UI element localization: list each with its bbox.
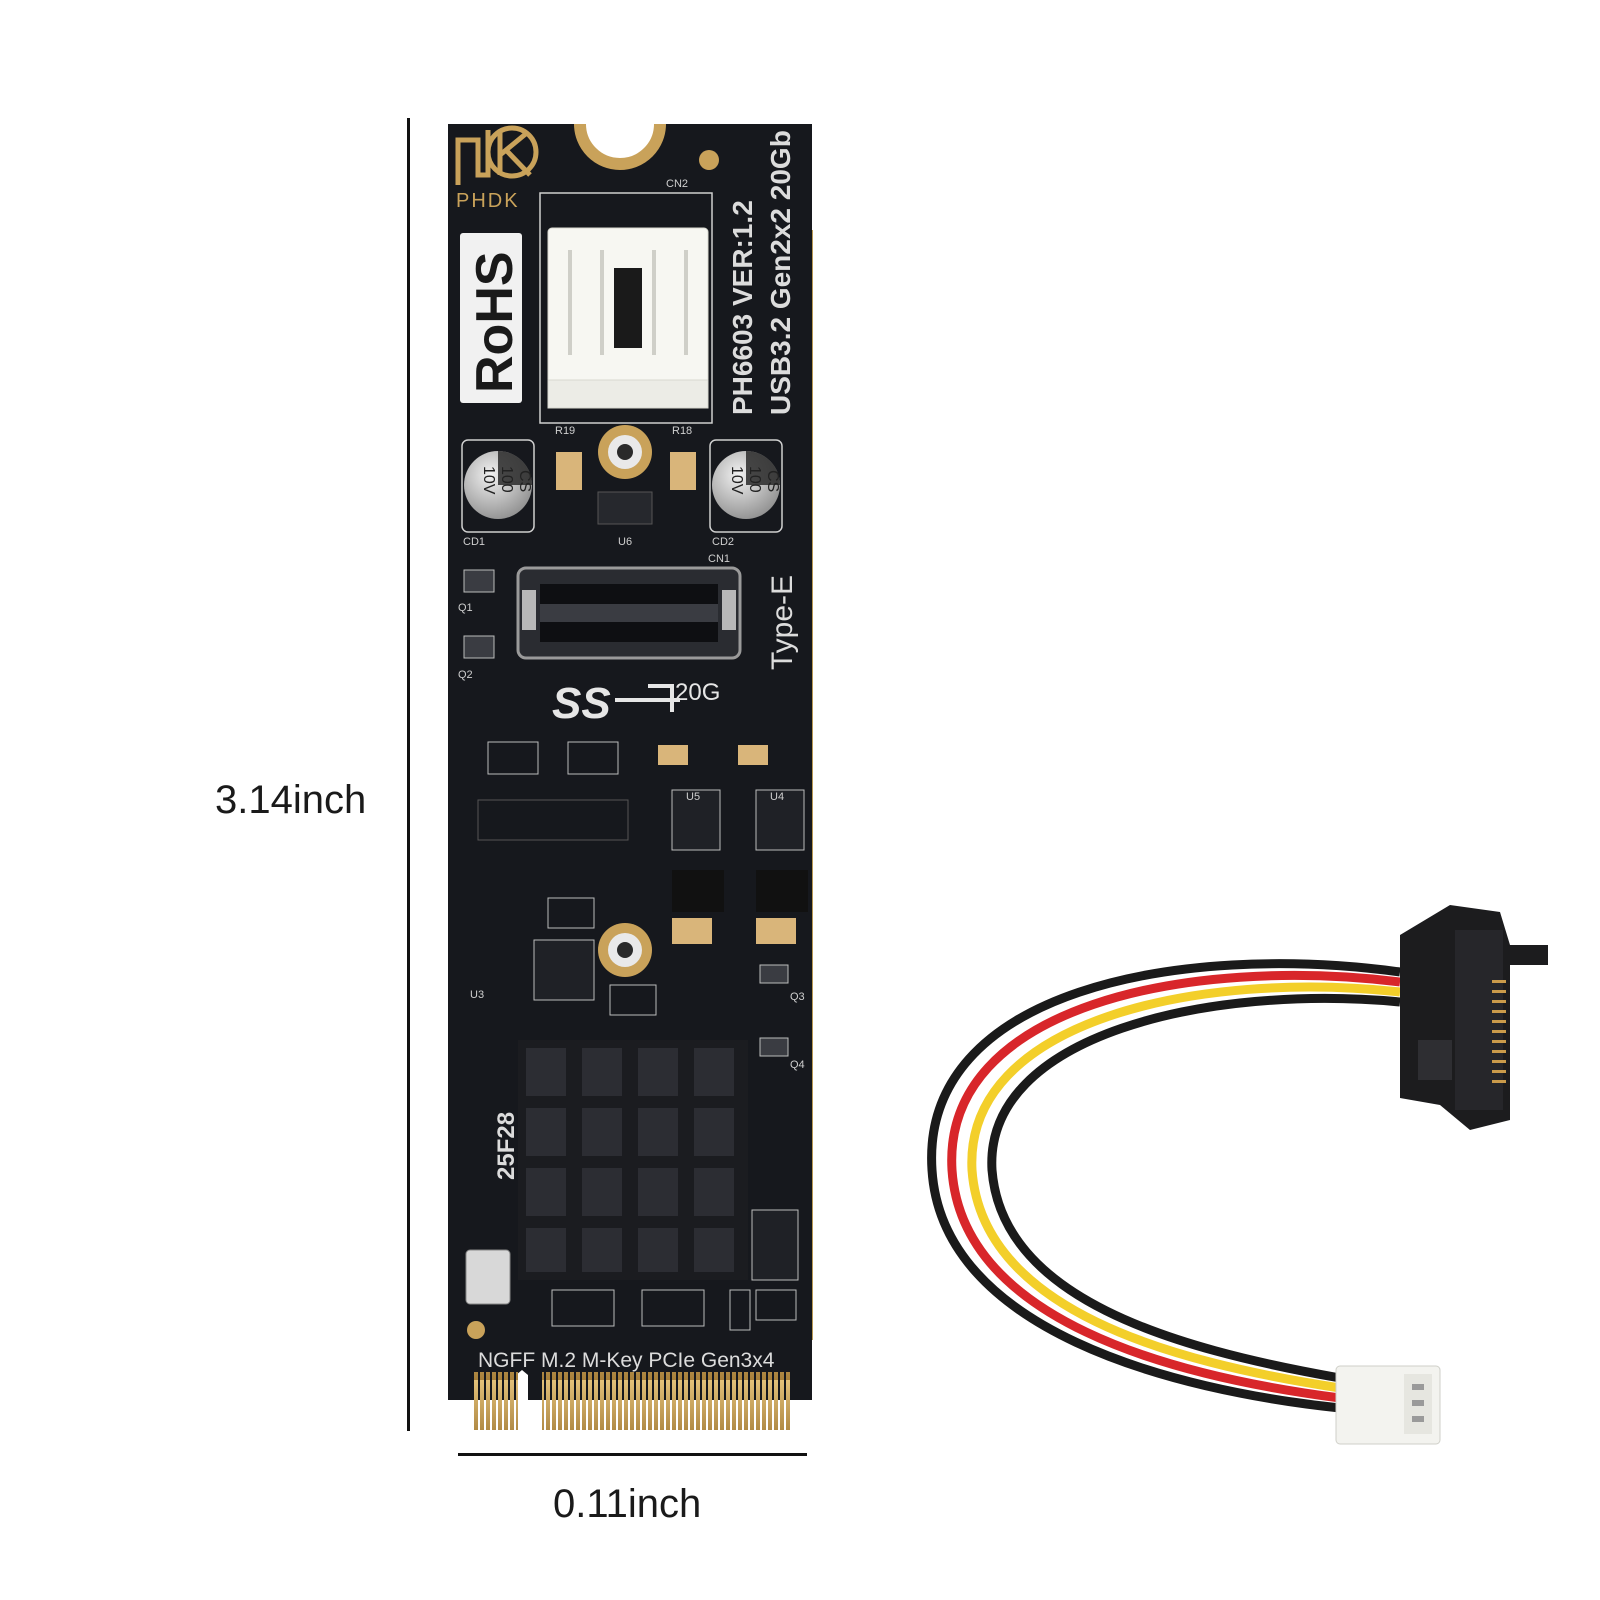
label-r18: R18	[672, 425, 692, 437]
speed-text: 20G	[675, 679, 720, 706]
spec-text: USB3.2 Gen2x2 20Gb	[765, 130, 796, 415]
cap2-marking-2: 10V	[728, 466, 745, 495]
component-field: U5 U4 U3 Q3 Q4	[470, 741, 808, 1071]
label-q3: Q3	[790, 991, 805, 1003]
brand-text: PHDK	[456, 190, 520, 212]
bottom-spec-text: NGFF M.2 M-Key PCIe Gen3x4	[478, 1349, 775, 1372]
superspeed-usb-logo: SS 20G	[552, 679, 720, 728]
width-dimension-line	[458, 1453, 807, 1456]
label-q2: Q2	[458, 669, 473, 681]
label-cd1: CD1	[463, 536, 485, 548]
type-e-text: Type-E	[766, 575, 799, 670]
label-u3: U3	[470, 989, 484, 1001]
label-r19: R19	[555, 425, 575, 437]
heatsink	[518, 1040, 748, 1280]
cap1-marking-1: 100	[498, 466, 515, 493]
cap1-marking-2: 10V	[480, 466, 497, 495]
label-u4: U4	[770, 791, 784, 803]
cap1-marking-0: CS	[516, 470, 533, 492]
fdd-4pin-connector	[1335, 1365, 1441, 1445]
label-cn2: CN2	[666, 178, 688, 190]
chip-marking: 25F28	[493, 1112, 520, 1180]
fdd-power-header	[547, 227, 709, 409]
type-e-connector	[516, 566, 742, 660]
label-u6: U6	[618, 536, 632, 548]
capacitor-cd2: CS 100 10V	[709, 439, 783, 533]
phdk-logo	[455, 125, 539, 185]
width-label: 0.11inch	[553, 1482, 702, 1526]
label-cn1: CN1	[708, 553, 730, 565]
height-dimension-line	[407, 118, 410, 1431]
height-label: 3.14inch	[215, 778, 367, 822]
label-cd2: CD2	[712, 536, 734, 548]
label-u5: U5	[686, 791, 700, 803]
cap2-marking-0: CS	[764, 470, 781, 492]
sata-to-4pin-cable	[927, 905, 1548, 1445]
label-q1: Q1	[458, 602, 473, 614]
svg-text:SS: SS	[552, 679, 611, 728]
sata-power-connector	[1400, 905, 1548, 1130]
rohs-text: RoHS	[466, 251, 524, 393]
model-text: PH6603 VER:1.2	[727, 200, 758, 415]
cap2-marking-1: 100	[746, 466, 763, 493]
m2-card: PHDK RoHS CN2 PH6603 VER:1.2 USB3.2 Gen2…	[448, 123, 813, 1430]
label-q4: Q4	[790, 1059, 805, 1071]
capacitor-cd1: CS 100 10V	[461, 439, 535, 533]
